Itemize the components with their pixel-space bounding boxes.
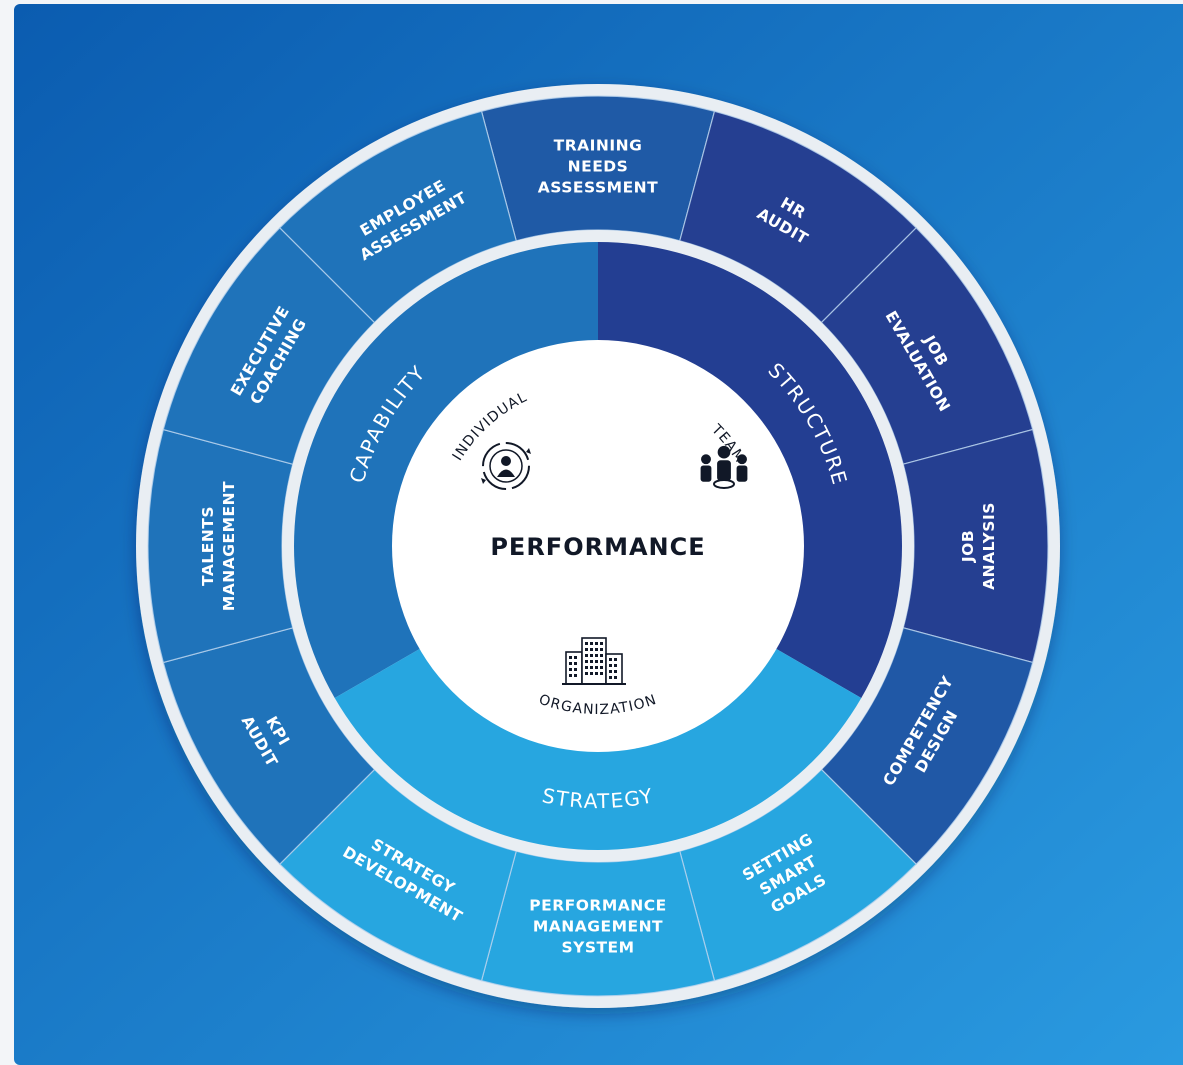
window xyxy=(585,648,588,651)
window xyxy=(590,648,593,651)
outer-label-line: JOB xyxy=(959,530,977,563)
outer-label-line: NEEDS xyxy=(568,157,629,175)
window xyxy=(574,668,577,671)
outer-label-performance-management-system: PERFORMANCE MANAGEMENT SYSTEM xyxy=(529,896,666,956)
team-leader-body xyxy=(717,460,731,481)
window xyxy=(585,654,588,657)
outer-label-line: ASSESSMENT xyxy=(538,178,658,196)
window xyxy=(595,672,598,675)
window xyxy=(600,660,603,663)
window xyxy=(590,666,593,669)
window xyxy=(595,666,598,669)
window xyxy=(569,674,572,677)
center-title: PERFORMANCE xyxy=(490,533,705,561)
arrow-head xyxy=(481,478,486,484)
window xyxy=(614,664,617,667)
outer-label-line: TRAINING xyxy=(554,136,643,154)
center-circle xyxy=(392,340,804,752)
window xyxy=(595,654,598,657)
window xyxy=(600,642,603,645)
window xyxy=(569,668,572,671)
outer-ring xyxy=(147,95,1049,997)
team-member-left-body xyxy=(700,465,712,482)
window xyxy=(600,672,603,675)
window xyxy=(585,672,588,675)
window xyxy=(600,648,603,651)
window xyxy=(574,662,577,665)
team-leader-head xyxy=(717,445,731,459)
organization-building-icon xyxy=(562,637,626,685)
window xyxy=(595,660,598,663)
window xyxy=(585,660,588,663)
window xyxy=(590,654,593,657)
window xyxy=(609,658,612,661)
team-group-icon xyxy=(700,445,748,489)
center-disc: PERFORMANCE xyxy=(392,340,804,752)
outer-label-line: ANALYSIS xyxy=(980,502,998,590)
outer-label-line: MANAGEMENT xyxy=(220,481,238,611)
outer-label-line: MANAGEMENT xyxy=(533,917,663,935)
window xyxy=(609,664,612,667)
outer-label-line: TALENTS xyxy=(199,506,217,586)
window xyxy=(609,670,612,673)
window xyxy=(614,676,617,679)
outer-label-line: SYSTEM xyxy=(561,938,634,956)
window xyxy=(595,648,598,651)
window xyxy=(595,642,598,645)
team-member-left-head xyxy=(701,454,711,465)
window xyxy=(609,676,612,679)
window xyxy=(590,660,593,663)
window xyxy=(614,670,617,673)
person-body xyxy=(497,469,515,477)
window xyxy=(585,642,588,645)
window xyxy=(569,662,572,665)
cycle-arrows-ring xyxy=(482,442,530,490)
window xyxy=(600,666,603,669)
outer-label-line: PERFORMANCE xyxy=(529,896,666,914)
outer-label-training-needs-assessment: TRAINING NEEDS ASSESSMENT xyxy=(538,136,658,196)
arrow-head xyxy=(526,448,531,454)
window xyxy=(585,666,588,669)
person-head xyxy=(501,456,511,466)
window xyxy=(600,654,603,657)
window xyxy=(574,656,577,659)
window xyxy=(614,658,617,661)
team-member-right-head xyxy=(737,454,747,465)
team-member-right-body xyxy=(736,465,748,482)
window xyxy=(574,674,577,677)
window xyxy=(569,656,572,659)
window xyxy=(590,672,593,675)
individual-person-icon xyxy=(481,442,531,490)
window xyxy=(590,642,593,645)
